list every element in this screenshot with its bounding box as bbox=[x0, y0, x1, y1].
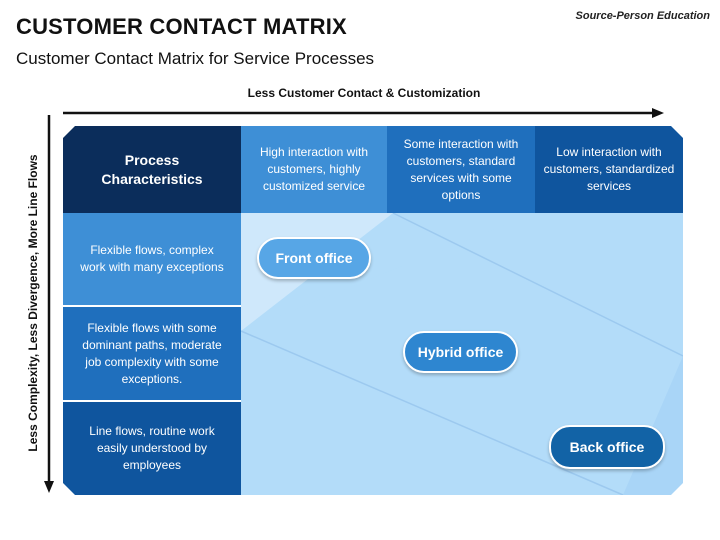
corner-tile bbox=[63, 126, 241, 213]
column-tile-2 bbox=[387, 126, 535, 213]
page-subtitle: Customer Contact Matrix for Service Proc… bbox=[16, 49, 375, 68]
column-tile-1 bbox=[241, 126, 387, 213]
row-tile-2 bbox=[63, 307, 241, 400]
horizontal-axis-label: Less Customer Contact & Customization bbox=[247, 86, 481, 100]
column-header-low-interaction: Low interaction with customers, standard… bbox=[543, 145, 675, 193]
row-tile-1 bbox=[63, 213, 241, 305]
row-header-dominant-paths: Flexible flows with some dominant paths,… bbox=[82, 320, 222, 386]
back-office-badge: Back office bbox=[549, 425, 665, 469]
column-header-some-interaction: Some interaction with customers, standar… bbox=[403, 136, 519, 202]
column-tile-3 bbox=[535, 126, 683, 213]
hybrid-office-badge: Hybrid office bbox=[403, 331, 518, 373]
row-tile-3 bbox=[63, 402, 241, 495]
horizontal-axis-arrow bbox=[63, 108, 664, 118]
vertical-axis-label: Less Complexity, Less Divergence, More L… bbox=[26, 154, 40, 452]
vertical-axis-arrow bbox=[44, 115, 54, 493]
source-credit: Source-Person Education bbox=[575, 10, 710, 22]
front-office-badge: Front office bbox=[257, 237, 371, 279]
column-header-high-interaction: High interaction with customers, highly … bbox=[259, 145, 369, 193]
contact-matrix: Process Characteristics High interaction… bbox=[63, 126, 683, 495]
process-characteristics-header: Process Characteristics bbox=[101, 151, 203, 187]
row-header-flexible-flows: Flexible flows, complex work with many e… bbox=[80, 243, 224, 274]
page-title: CUSTOMER CONTACT MATRIX bbox=[16, 14, 347, 39]
row-header-line-flows: Line flows, routine work easily understo… bbox=[89, 424, 215, 472]
